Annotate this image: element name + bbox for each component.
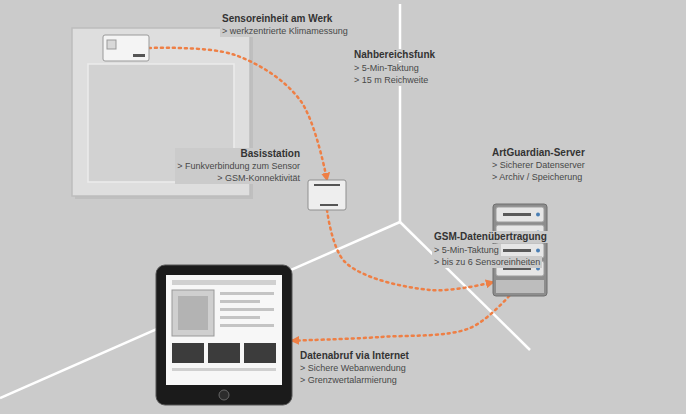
server-led [536, 249, 540, 253]
screen-image-inner [178, 296, 208, 330]
server: ArtGuardian-Server> Sicherer Datenserver… [493, 204, 547, 296]
server-slot [503, 213, 531, 216]
screen-panel [172, 343, 204, 363]
node-shape [493, 204, 547, 296]
screen-panel [244, 343, 276, 363]
screen-text-line [220, 308, 274, 311]
home-button [219, 390, 229, 400]
server-slot [503, 267, 531, 270]
screen-header [172, 280, 276, 285]
sensor-strip [133, 54, 145, 57]
label-box: > 15 m Reichweite [352, 74, 430, 86]
sensor-unit: Sensoreinheit am Werk> werkzentrierte Kl… [103, 35, 149, 61]
label-box: > 5-Min-Taktung [352, 62, 421, 74]
screen-text-line [220, 292, 274, 295]
server-unit [496, 225, 544, 240]
node-bullet: > Archiv / Speicherung [490, 171, 587, 183]
node-shape [103, 35, 149, 61]
node-text-block: ArtGuardian-Server> Sicherer Datenserver… [490, 147, 587, 183]
node-shape [156, 265, 292, 405]
note-bullet: > 15 m Reichweite [352, 74, 430, 86]
node-bullet: > werkzentrierte Klimamessung [220, 25, 350, 37]
station-strip [314, 184, 340, 186]
edge-label-box: GSM-Datenübertragung [432, 231, 549, 243]
sensor-body [103, 35, 149, 61]
screen-text-line [220, 300, 260, 303]
node-heading: Basisstation [175, 148, 302, 160]
server-unit [496, 261, 544, 276]
edge-label-box: Nahbereichsfunk [352, 49, 437, 61]
screen-image [172, 290, 214, 336]
server-unit [496, 243, 544, 258]
edge-label: GSM-Datenübertragung [432, 231, 549, 243]
node-shape [308, 180, 346, 210]
label-box: > 5-Min-Taktung [432, 244, 501, 256]
node-text-block: Basisstation> Funkverbindung zum Sensor>… [175, 148, 302, 184]
note-bullet: > 5-Min-Taktung [352, 62, 421, 74]
screen-footer [172, 368, 276, 371]
server-body [493, 204, 547, 296]
base-station: Basisstation> Funkverbindung zum Sensor>… [308, 180, 346, 210]
screen-panel [208, 343, 240, 363]
screen-text-line [220, 324, 274, 327]
server-led [536, 213, 540, 217]
node-heading: ArtGuardian-Server [490, 147, 587, 159]
node-bullet: > Grenzwertalarmierung [298, 374, 411, 386]
station-strip [320, 204, 338, 206]
note-bullet: > 5-Min-Taktung [432, 244, 501, 256]
node-text-block: Datenabruf via Internet> Sichere Webanwe… [298, 350, 411, 386]
node-heading: Datenabruf via Internet [298, 350, 411, 362]
server-unit [496, 207, 544, 222]
node-bullet: > GSM-Konnektivität [175, 172, 302, 184]
server-slot [503, 231, 531, 234]
station-body [308, 180, 346, 210]
screen-text-line [220, 316, 260, 319]
room-lines [0, 4, 530, 398]
node-bullet: > Funkverbindung zum Sensor [175, 160, 302, 172]
node-heading: Sensoreinheit am Werk [220, 13, 350, 25]
note-bullet: > bis zu 6 Sensoreinheiten [432, 256, 542, 268]
radio-link [149, 48, 327, 180]
sensor-display [107, 40, 116, 49]
edge-label: Nahbereichsfunk [352, 49, 437, 61]
tablet-screen [166, 275, 282, 385]
tablet-body [156, 265, 292, 405]
node-bullet: > Sichere Webanwendung [298, 362, 411, 374]
label-box: > bis zu 6 Sensoreinheiten [432, 256, 542, 268]
server-led [536, 231, 540, 235]
server-base [496, 280, 544, 293]
wall-line [399, 4, 402, 222]
node-bullet: > Sicherer Datenserver [490, 159, 587, 171]
radio-link [292, 296, 509, 341]
server-led [536, 267, 540, 271]
node-text-block: Sensoreinheit am Werk> werkzentrierte Kl… [220, 13, 350, 37]
server-slot [503, 249, 531, 252]
tablet: Datenabruf via Internet> Sichere Webanwe… [156, 265, 292, 405]
